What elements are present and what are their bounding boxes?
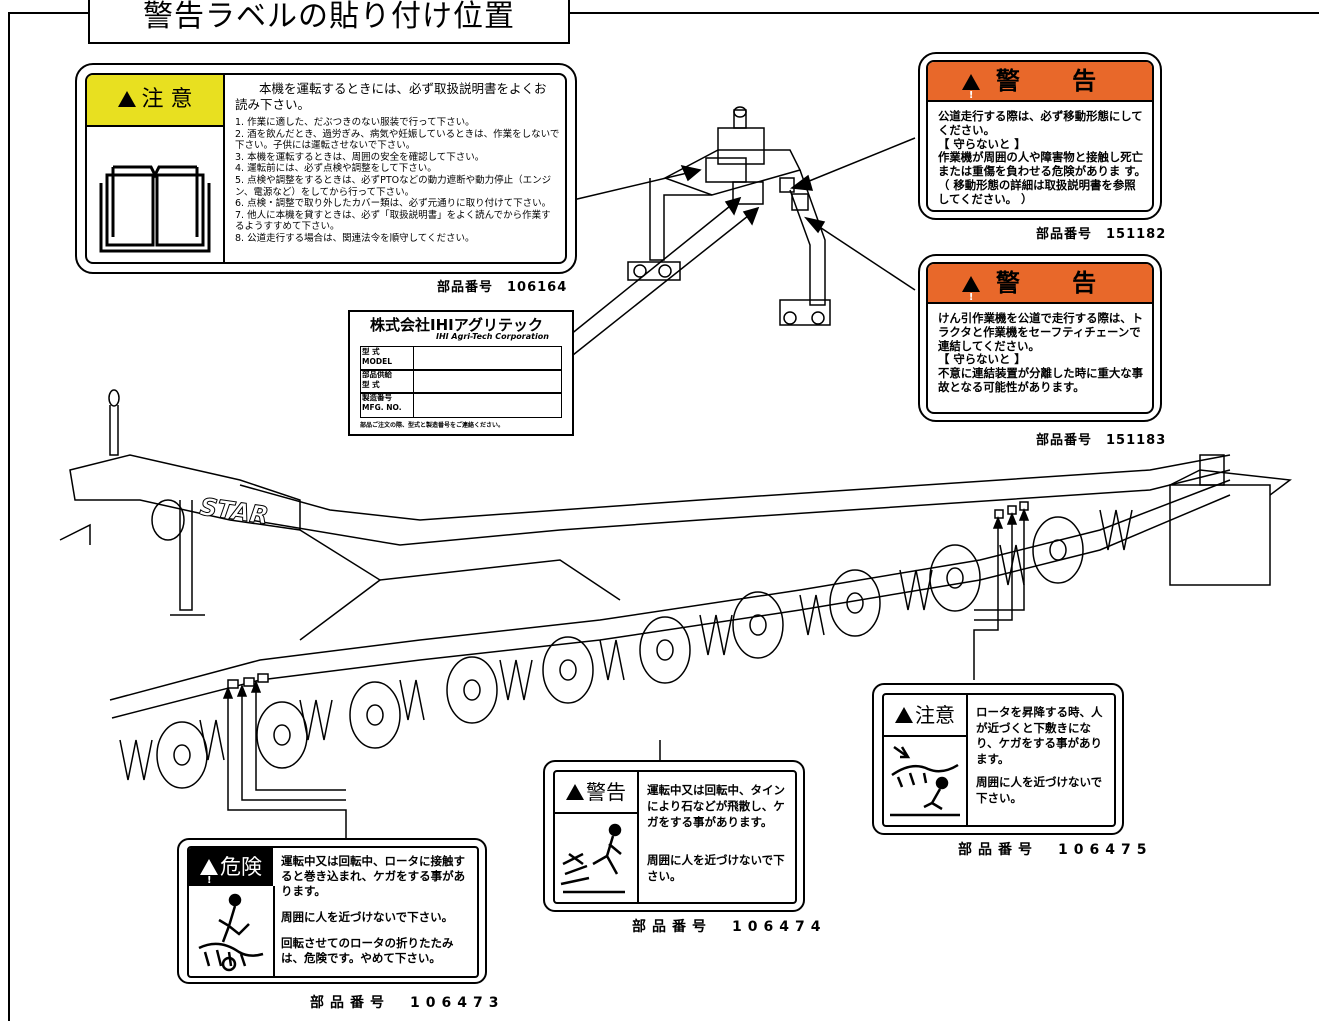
caution-header: 注意: [884, 695, 968, 750]
nameplate-row-parts: 部品供給 型 式: [362, 370, 392, 389]
frame-top-right: [568, 12, 1319, 14]
warning-triangle-icon: [200, 859, 218, 900]
warning-pictogram: [555, 814, 639, 902]
danger-header: 危険: [189, 848, 273, 900]
part-number-106473: 部品番号 106473: [310, 995, 505, 1011]
danger-text-2: 周囲に人を近づけないで下さい。: [281, 910, 454, 924]
part-number-151182: 部品番号 151182: [1036, 227, 1167, 242]
star-logo: STAR: [198, 493, 270, 530]
manual-icon: [87, 127, 225, 262]
warning-triangle-icon: [961, 276, 995, 317]
warning-text-2: 周囲に人を近づけないで下さい。: [647, 853, 785, 883]
nameplate-footer: 部品ご注文の際、型式と製造番号をご連絡ください。: [360, 422, 505, 429]
nameplate-row-model: 型 式 MODEL: [362, 347, 392, 366]
danger-text-1: 運転中又は回転中、ロータに接触すると巻き込まれ、ケガをする事があります。: [281, 854, 466, 898]
caution-intro: 本機を運転するときには、必ず取扱説明書をよくお読み下さい。: [235, 81, 547, 112]
caution-text-1: ロータを昇降する時、人が近づくと下敷きになり、ケガをする事があります。: [976, 705, 1103, 766]
label-106164: 注 意 本機を運転するときには、必ず取扱説明書をよくお読み下さい。 1. 作業に…: [75, 63, 577, 274]
warning-triangle-icon: [566, 784, 584, 827]
part-number-106474: 部品番号 106474: [632, 919, 827, 935]
page-title: 警告ラベルの貼り付け位置: [88, 0, 570, 44]
warning-triangle-icon: [117, 91, 136, 144]
label-106473: 危険 運転中又は回転中、ロータに接触すると巻き込まれ、ケガをする事があります。 …: [177, 838, 487, 984]
danger-pictogram: [189, 886, 275, 976]
label-106474: 警告 運転中又は回転中、タインにより石などが飛散し、ケガをする事があります。 周…: [543, 760, 805, 912]
caution-text-2: 周囲に人を近づけないで下さい。: [976, 775, 1103, 805]
label-151182: 警 告 公道走行する際は、必ず移動形態にしてください。 【 守らないと 】 作業…: [918, 52, 1162, 220]
part-number-106164: 部品番号 106164: [437, 280, 568, 295]
caution-pictogram: [884, 737, 968, 825]
warning-text: けん引作業機を公道で走行する際は、トラクタと作業機をセーフティチェーンで連結して…: [938, 311, 1144, 394]
label-151183: 警 告 けん引作業機を公道で走行する際は、トラクタと作業機をセーフティチェーンで…: [918, 254, 1162, 422]
frame-top-left: [8, 12, 88, 14]
warning-header: 警 告: [928, 264, 1152, 317]
caution-header: 注 意: [87, 75, 225, 144]
warning-triangle-icon: [961, 74, 995, 115]
danger-text-3: 回転させてのロータの折りたたみは、危険です。やめて下さい。: [281, 936, 454, 965]
warning-triangle-icon: [895, 707, 913, 750]
warning-text-1: 運転中又は回転中、タインにより石などが飛散し、ケガをする事があります。: [647, 783, 785, 829]
part-number-151183: 部品番号 151183: [1036, 433, 1167, 448]
rake-machine: [59, 389, 1292, 789]
nameplate: 株式会社IHIアグリテック IHI Agri-Tech Corporation …: [348, 310, 574, 436]
warning-text: 公道走行する際は、必ず移動形態にしてください。 【 守らないと 】 作業機が周囲…: [938, 109, 1146, 206]
nameplate-maker: 株式会社IHIアグリテック: [370, 316, 543, 334]
label-106475: 注意 ロータを昇降する時、人が近づくと下敷きになり、ケガをする事があります。 周…: [872, 683, 1124, 835]
nameplate-row-mfg: 製造番号 MFG. NO.: [362, 393, 402, 412]
nameplate-maker-en: IHI Agri-Tech Corporation: [436, 332, 549, 341]
part-number-106475: 部品番号 106475: [958, 842, 1153, 858]
frame-left: [8, 12, 10, 1021]
caution-items: 1. 作業に適した、だぶつきのない服装で行って下さい。 2. 酒を飲んだとき、過…: [235, 117, 560, 244]
warning-header: 警 告: [928, 62, 1152, 115]
warning-header: 警告: [555, 772, 639, 827]
hitch-frame: [627, 106, 831, 326]
